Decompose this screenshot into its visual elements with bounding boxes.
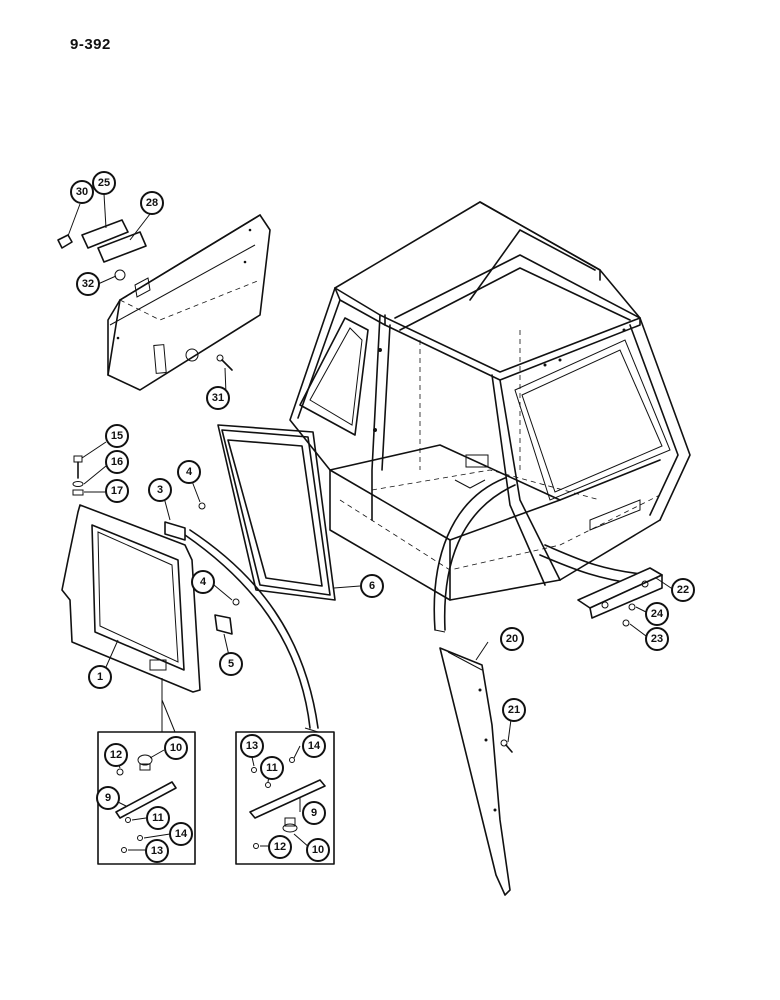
callout-12-left: 12: [104, 743, 128, 767]
svg-text:1: 1: [97, 671, 103, 683]
page-number: 9-392: [70, 36, 111, 53]
svg-text:28: 28: [146, 197, 158, 209]
cab-frame: [289, 201, 691, 601]
svg-text:11: 11: [152, 812, 164, 824]
svg-text:20: 20: [506, 633, 518, 645]
detail-box-left: [97, 678, 196, 865]
callout-5: 5: [219, 652, 243, 676]
callout-10-left: 10: [164, 736, 188, 760]
svg-text:13: 13: [151, 845, 163, 857]
callout-23: 23: [645, 627, 669, 651]
weather-strip: [184, 529, 319, 729]
svg-text:14: 14: [175, 828, 188, 840]
svg-text:4: 4: [200, 576, 207, 588]
svg-text:16: 16: [111, 456, 123, 468]
callout-15: 15: [105, 424, 129, 448]
callout-6: 6: [360, 574, 384, 598]
svg-text:14: 14: [308, 740, 321, 752]
callout-16: 16: [105, 450, 129, 474]
svg-text:15: 15: [111, 430, 123, 442]
svg-text:32: 32: [82, 278, 94, 290]
svg-text:12: 12: [274, 841, 286, 853]
overhead-console-panel: [107, 214, 271, 391]
svg-text:10: 10: [312, 844, 324, 856]
callout-11-left: 11: [146, 806, 170, 830]
callout-31: 31: [206, 386, 230, 410]
callout-4-lower: 4: [191, 570, 215, 594]
trim-strip: [439, 647, 511, 896]
callout-13-right: 13: [240, 734, 264, 758]
svg-text:4: 4: [186, 466, 193, 478]
svg-text:9: 9: [105, 792, 111, 804]
callout-24: 24: [645, 602, 669, 626]
door-seal-arc: [433, 477, 516, 633]
svg-text:21: 21: [508, 704, 520, 716]
side-window-frame: [61, 504, 201, 693]
svg-text:22: 22: [677, 584, 689, 596]
callout-21: 21: [502, 698, 526, 722]
callout-14-left: 14: [169, 822, 193, 846]
callout-12-right: 12: [268, 835, 292, 859]
callout-20: 20: [500, 627, 524, 651]
svg-text:11: 11: [266, 762, 278, 774]
step-bracket: [577, 567, 663, 619]
callout-22: 22: [671, 578, 695, 602]
callout-1: 1: [88, 665, 112, 689]
svg-text:10: 10: [170, 742, 182, 754]
callout-3: 3: [148, 478, 172, 502]
svg-text:25: 25: [98, 177, 110, 189]
callout-9-left: 9: [96, 786, 120, 810]
callout-11-right: 11: [260, 756, 284, 780]
callout-25: 25: [92, 171, 116, 195]
svg-text:13: 13: [246, 740, 258, 752]
svg-text:5: 5: [228, 658, 234, 670]
callout-28: 28: [140, 191, 164, 215]
callout-17: 17: [105, 479, 129, 503]
svg-text:17: 17: [111, 485, 123, 497]
svg-text:9: 9: [311, 807, 317, 819]
callout-10-right: 10: [306, 838, 330, 862]
svg-text:6: 6: [369, 580, 375, 592]
svg-text:30: 30: [76, 186, 88, 198]
detail-box-right: [235, 727, 335, 865]
callout-9-right: 9: [302, 801, 326, 825]
svg-text:31: 31: [212, 392, 224, 404]
svg-text:23: 23: [651, 633, 663, 645]
callout-32: 32: [76, 272, 100, 296]
callout-30: 30: [70, 180, 94, 204]
svg-text:24: 24: [651, 608, 664, 620]
callout-13-left: 13: [145, 839, 169, 863]
window-seal: [217, 424, 336, 601]
callout-4-upper: 4: [177, 460, 201, 484]
svg-text:12: 12: [110, 749, 122, 761]
callout-14-right: 14: [302, 734, 326, 758]
hardware-parts: [57, 219, 636, 753]
svg-text:3: 3: [157, 484, 163, 496]
